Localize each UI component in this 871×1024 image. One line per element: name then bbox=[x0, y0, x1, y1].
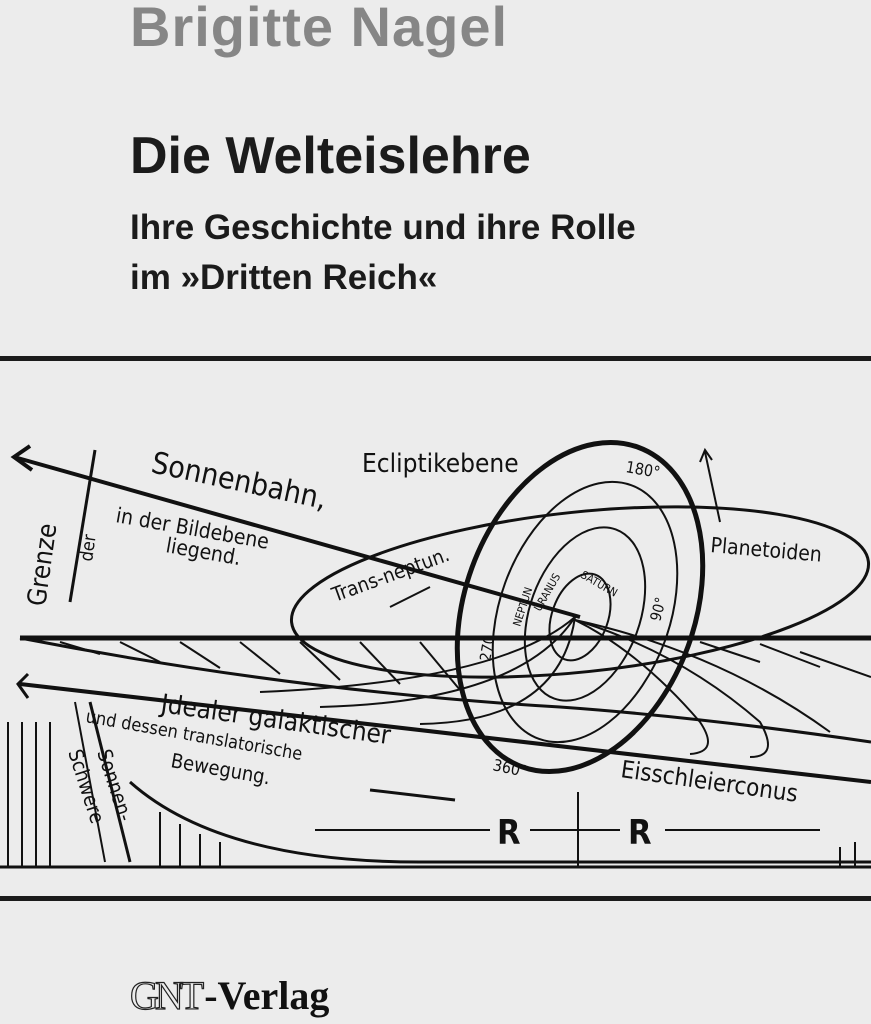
galactic-motion-line bbox=[19, 682, 871, 784]
top-divider bbox=[0, 356, 871, 361]
publisher-name: -Verlag bbox=[204, 973, 330, 1018]
label-r-left: R bbox=[497, 813, 521, 853]
orbit-ring bbox=[454, 439, 706, 775]
bottom-divider bbox=[0, 896, 871, 901]
welteislehre-diagram: Ecliptikebene 180° 90° 270 360° Sonnenba… bbox=[0, 439, 871, 869]
label-180-deg: 180° bbox=[624, 457, 661, 482]
label-saturn: SATURN bbox=[579, 568, 620, 599]
label-270-deg: 270 bbox=[476, 634, 498, 662]
label-r-right: R bbox=[628, 813, 652, 853]
subtitle-line-2: im »Dritten Reich« bbox=[130, 258, 438, 297]
publisher-logo: GNT bbox=[129, 972, 204, 1018]
label-of-the: der bbox=[76, 533, 101, 563]
book-title: Die Welteislehre bbox=[130, 127, 531, 185]
label-ecliptic: Ecliptikebene bbox=[362, 449, 519, 479]
label-sun-path: Sonnenbahn, bbox=[148, 446, 329, 517]
arrowhead-icon bbox=[10, 444, 34, 472]
planetoid-orbit bbox=[289, 505, 871, 679]
author-name: Brigitte Nagel bbox=[130, 0, 509, 58]
label-planetoids: Planetoiden bbox=[710, 533, 823, 567]
label-boundary: Grenze bbox=[22, 522, 63, 608]
sun-path-line bbox=[13, 455, 581, 619]
label-360-deg: 360° bbox=[491, 755, 529, 781]
subtitle-line-1: Ihre Geschichte und ihre Rolle bbox=[130, 208, 636, 247]
label-90-deg: 90° bbox=[646, 595, 670, 623]
publisher: GNT-Verlag bbox=[129, 972, 330, 1019]
